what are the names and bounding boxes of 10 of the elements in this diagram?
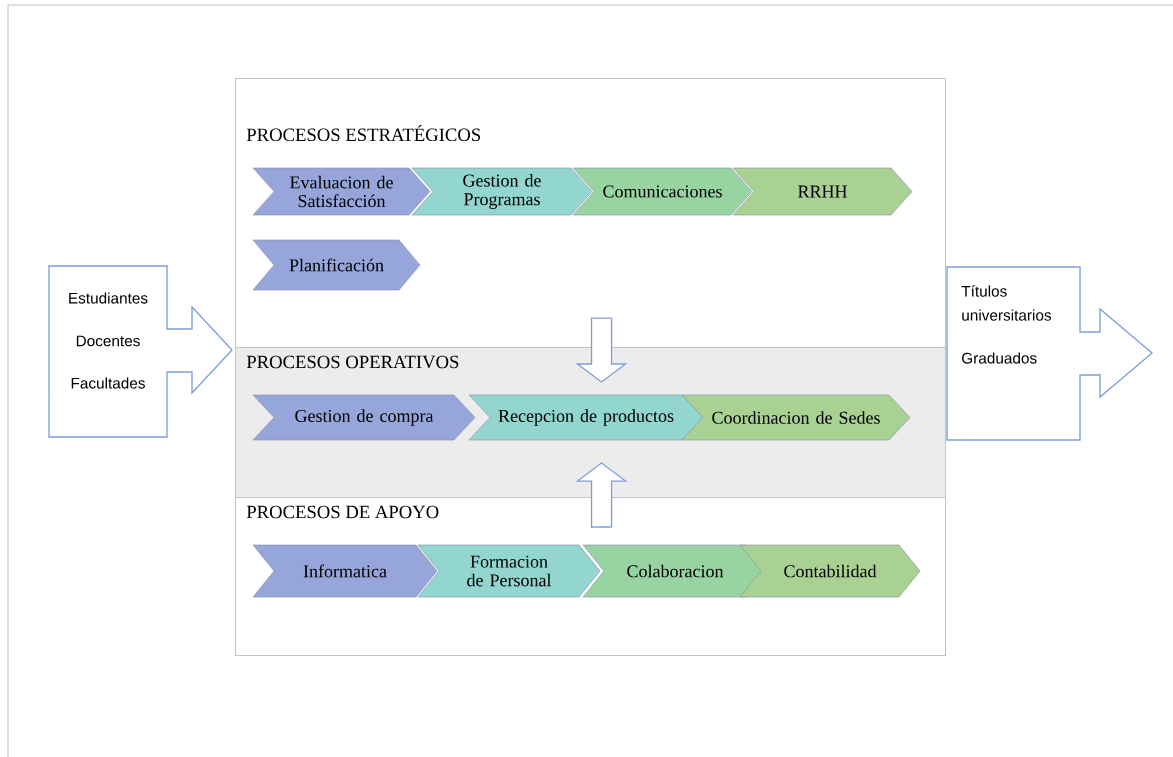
process-step: Planificación <box>252 239 421 291</box>
process-step: Gestion de compra <box>252 394 476 441</box>
block-arrow-box: Títulos universitarios Graduados <box>946 266 1154 441</box>
block-arrow <box>575 462 628 528</box>
block-arrow <box>575 317 628 383</box>
process-step: Recepcion de productos <box>468 394 704 441</box>
process-step: Evaluacion de Satisfacción <box>252 167 431 216</box>
block-arrow-box: Estudiantes Docentes Facultades <box>48 265 233 438</box>
process-step: Coordinacion de Sedes <box>681 394 911 441</box>
process-step: Contabilidad <box>739 544 921 598</box>
